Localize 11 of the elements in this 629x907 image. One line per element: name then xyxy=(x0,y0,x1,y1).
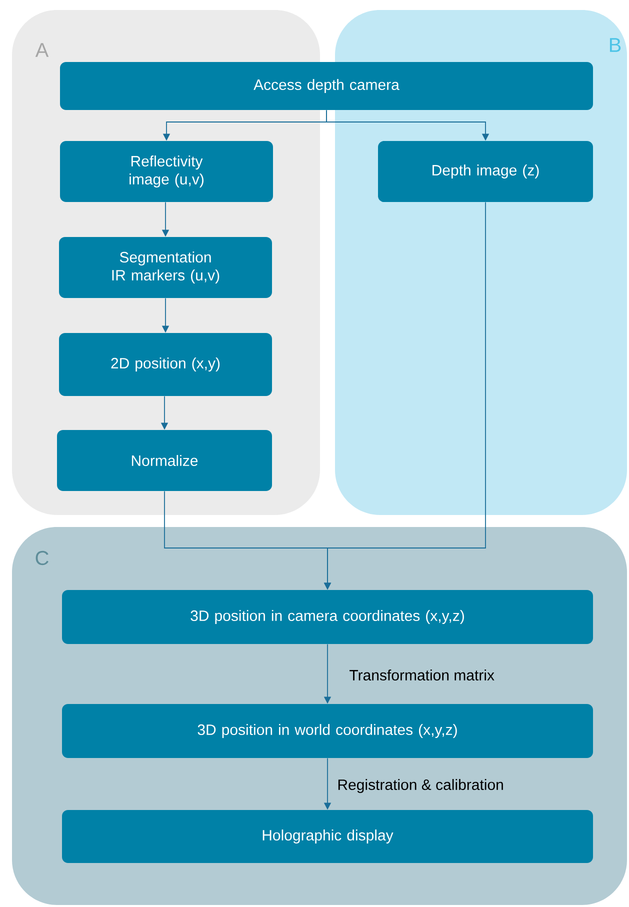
process-box: 3D position in world coordinates (x,y,z) xyxy=(62,704,593,758)
edge-label: Registration & calibration xyxy=(336,778,505,794)
edge-label: Transformation matrix xyxy=(348,668,496,682)
process-box: Reflectivity image (u,v) xyxy=(60,141,273,202)
process-box: Depth image (z) xyxy=(378,141,593,202)
process-box: Access depth camera xyxy=(60,62,593,110)
process-box: 2D position (x,y) xyxy=(59,333,272,396)
process-box: Normalize xyxy=(57,430,272,491)
process-box: 3D position in camera coordinates (x,y,z) xyxy=(62,590,593,644)
process-box: Segmentation IR markers (u,v) xyxy=(59,237,272,298)
process-box: Holographic display xyxy=(62,810,593,863)
